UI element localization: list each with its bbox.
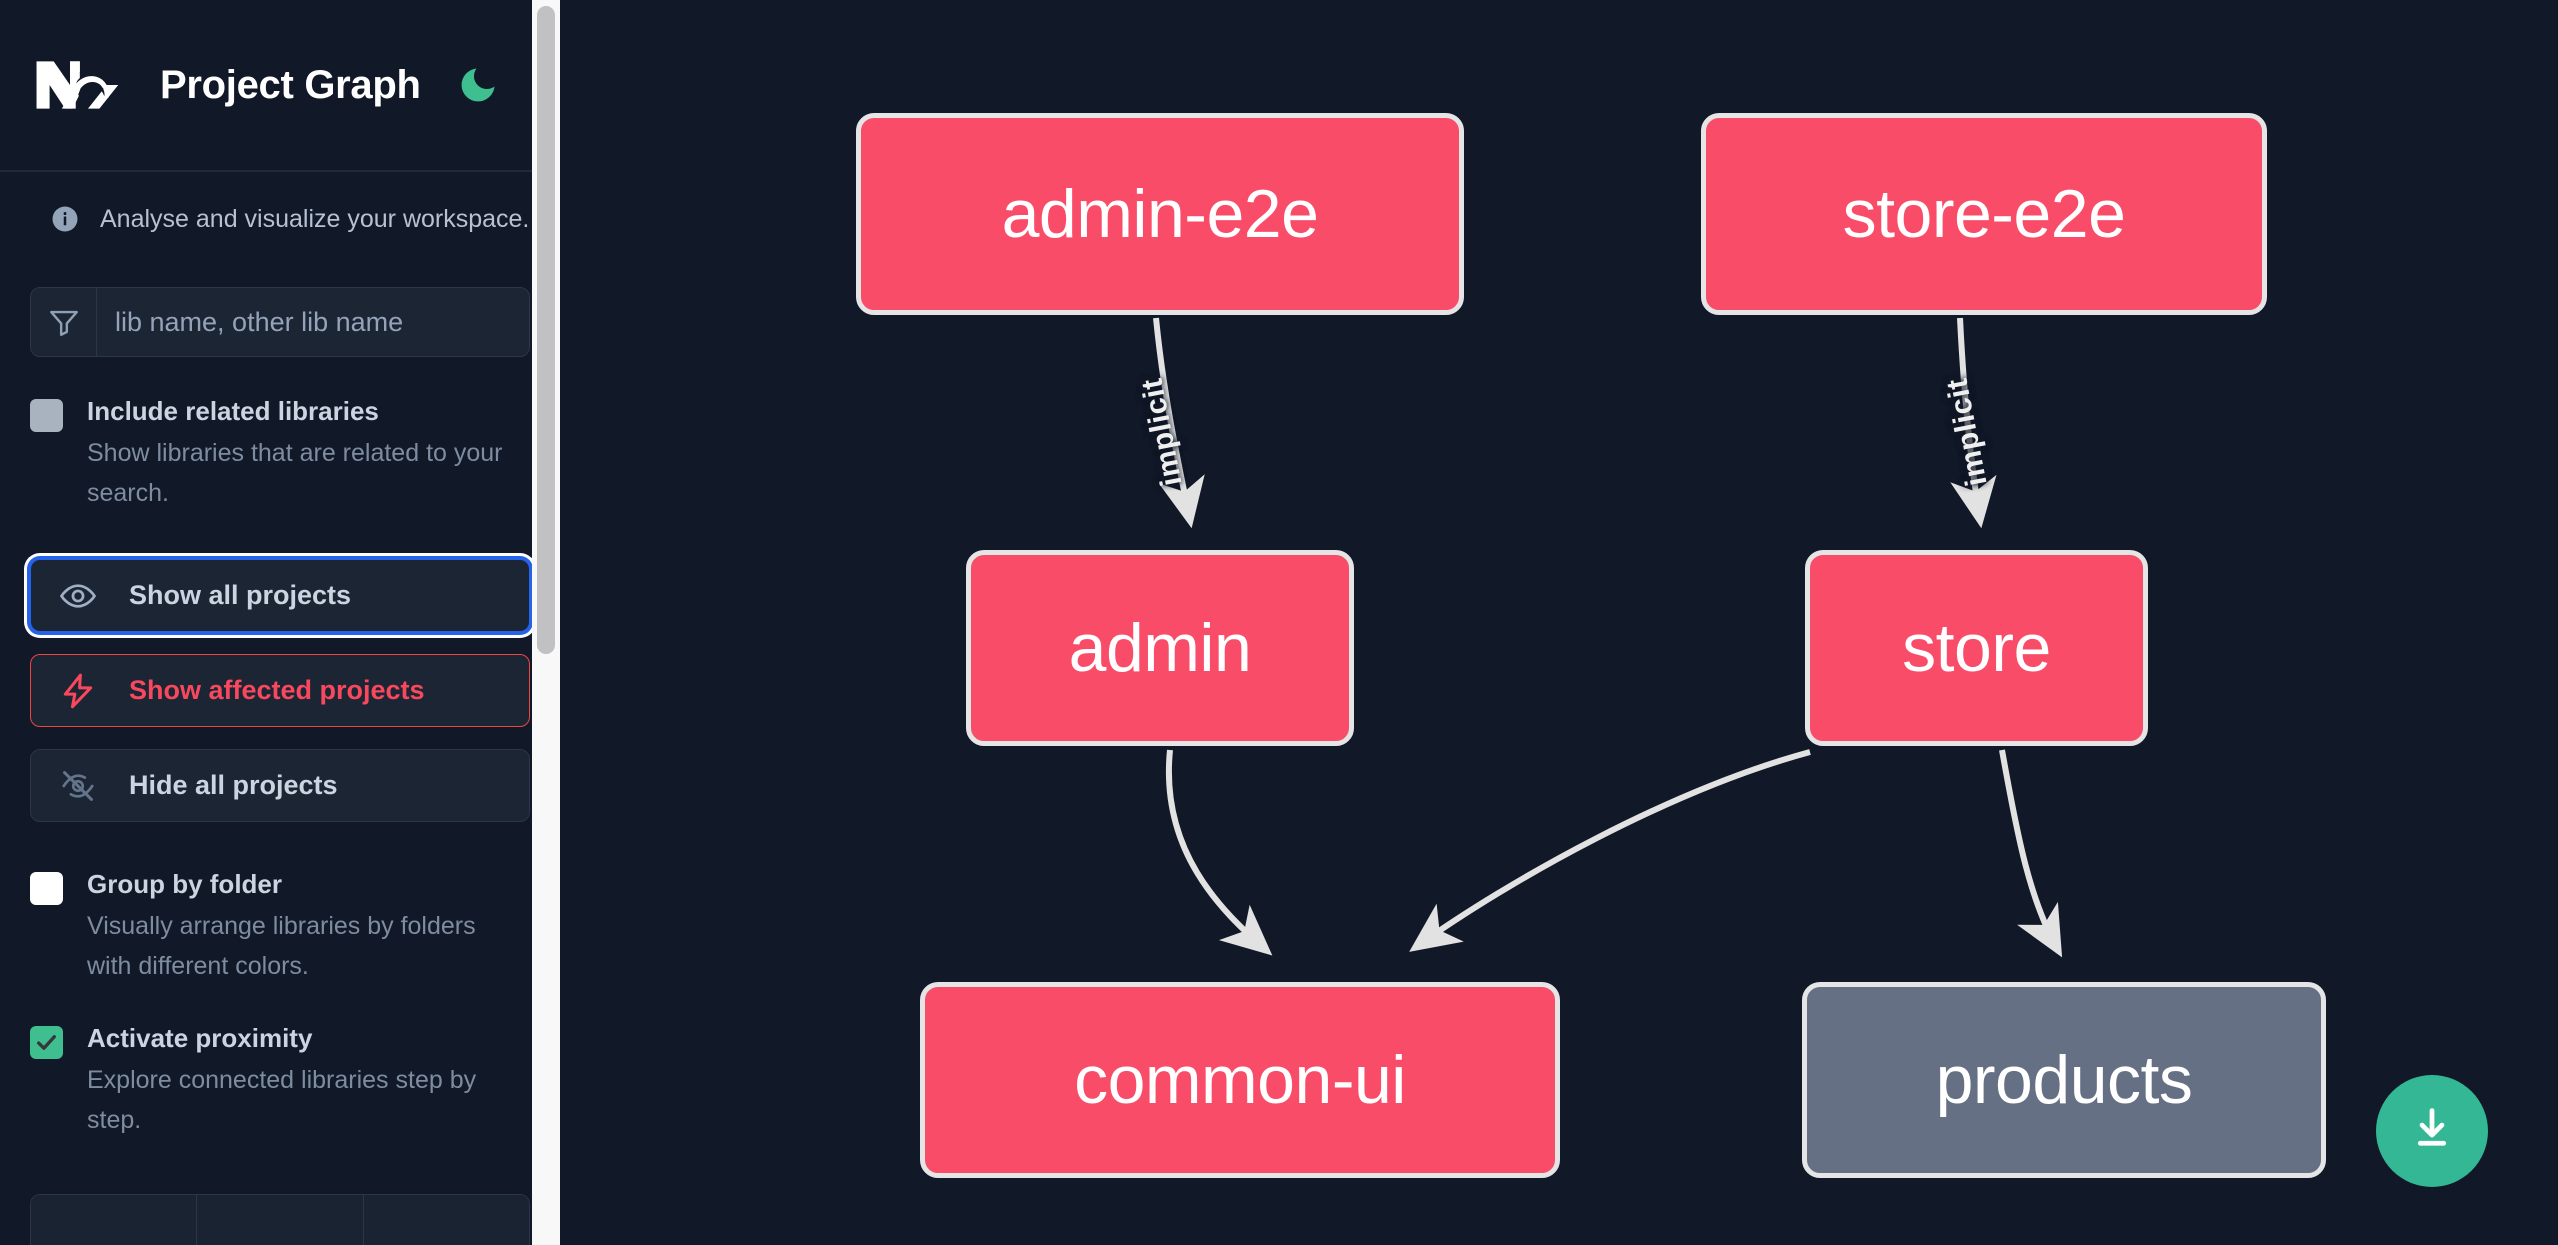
proximity-step-button-2[interactable]	[197, 1195, 364, 1245]
include-related-libraries-description: Show libraries that are related to your …	[87, 439, 503, 507]
include-related-libraries-checkbox[interactable]	[30, 399, 63, 432]
hide-all-projects-button[interactable]: Hide all projects	[30, 749, 530, 822]
check-icon	[37, 1035, 56, 1050]
checkbox-include-related-libraries[interactable]: Include related libraries Show libraries…	[0, 395, 560, 513]
download-button[interactable]	[2376, 1075, 2488, 1187]
hide-all-projects-label: Hide all projects	[129, 770, 338, 800]
sidebar: Project Graph Analyse and visualize your…	[0, 0, 560, 1245]
graph-node-label: common-ui	[1074, 1042, 1406, 1118]
lightning-icon	[59, 672, 101, 710]
edge-store-common-ui	[1409, 749, 1811, 952]
graph-node-admin-e2e[interactable]: admin-e2e	[856, 113, 1464, 315]
graph-node-label: store-e2e	[1842, 176, 2126, 252]
sidebar-scrollbar[interactable]	[532, 0, 560, 1245]
graph-node-label: admin	[1068, 610, 1252, 686]
sidebar-header: Project Graph	[0, 0, 560, 172]
activate-proximity-description: Explore connected libraries step by step…	[87, 1066, 477, 1134]
show-affected-projects-button[interactable]: Show affected projects	[30, 654, 530, 727]
activate-proximity-label: Activate proximity	[87, 1023, 313, 1053]
graph-node-admin[interactable]: admin	[966, 550, 1354, 746]
proximity-step-button-1[interactable]	[31, 1195, 198, 1245]
graph-edges	[1153, 317, 2063, 958]
show-all-projects-button[interactable]: Show all projects	[30, 559, 530, 632]
download-icon	[2406, 1103, 2458, 1160]
group-by-folder-label: Group by folder	[87, 869, 282, 899]
show-affected-projects-label: Show affected projects	[129, 675, 425, 705]
sidebar-tagline: Analyse and visualize your workspace.	[0, 172, 560, 234]
edge-store-products	[1999, 749, 2063, 958]
search-input[interactable]	[97, 288, 529, 356]
project-graph-canvas[interactable]: admin-e2e store-e2e admin store common-u…	[560, 0, 2558, 1245]
checkbox-activate-proximity[interactable]: Activate proximity Explore connected lib…	[0, 1022, 560, 1140]
graph-node-products[interactable]: products	[1802, 982, 2326, 1178]
checkbox-group-by-folder[interactable]: Group by folder Visually arrange librari…	[0, 868, 560, 986]
project-visibility-buttons: Show all projects Show affected projects	[30, 559, 530, 822]
edge-admin-common-ui	[1165, 749, 1273, 956]
proximity-step-button-3[interactable]	[363, 1195, 529, 1245]
proximity-step-buttons[interactable]	[30, 1194, 530, 1245]
graph-node-label: products	[1935, 1042, 2193, 1118]
moon-icon[interactable]	[455, 62, 501, 108]
eye-off-icon	[59, 767, 101, 805]
eye-icon	[59, 577, 101, 615]
nx-logo-icon	[30, 54, 128, 116]
edge-admin-e2e-admin	[1153, 317, 1205, 529]
filter-bar[interactable]	[30, 287, 530, 357]
group-by-folder-checkbox[interactable]	[30, 872, 63, 905]
graph-node-store[interactable]: store	[1805, 550, 2148, 746]
sidebar-scrollbar-thumb[interactable]	[537, 6, 555, 654]
graph-node-store-e2e[interactable]: store-e2e	[1701, 113, 2267, 315]
graph-node-label: admin-e2e	[1001, 176, 1319, 252]
show-all-projects-label: Show all projects	[129, 580, 352, 610]
info-icon	[50, 204, 80, 234]
group-by-folder-description: Visually arrange libraries by folders wi…	[87, 912, 476, 980]
graph-node-label: store	[1902, 610, 2051, 686]
graph-node-common-ui[interactable]: common-ui	[920, 982, 1560, 1178]
activate-proximity-checkbox[interactable]	[30, 1026, 63, 1059]
edge-store-e2e-store	[1950, 317, 1997, 529]
sidebar-tagline-text: Analyse and visualize your workspace.	[100, 204, 530, 233]
filter-icon	[31, 288, 97, 356]
include-related-libraries-label: Include related libraries	[87, 396, 379, 426]
page-title: Project Graph	[160, 62, 421, 107]
